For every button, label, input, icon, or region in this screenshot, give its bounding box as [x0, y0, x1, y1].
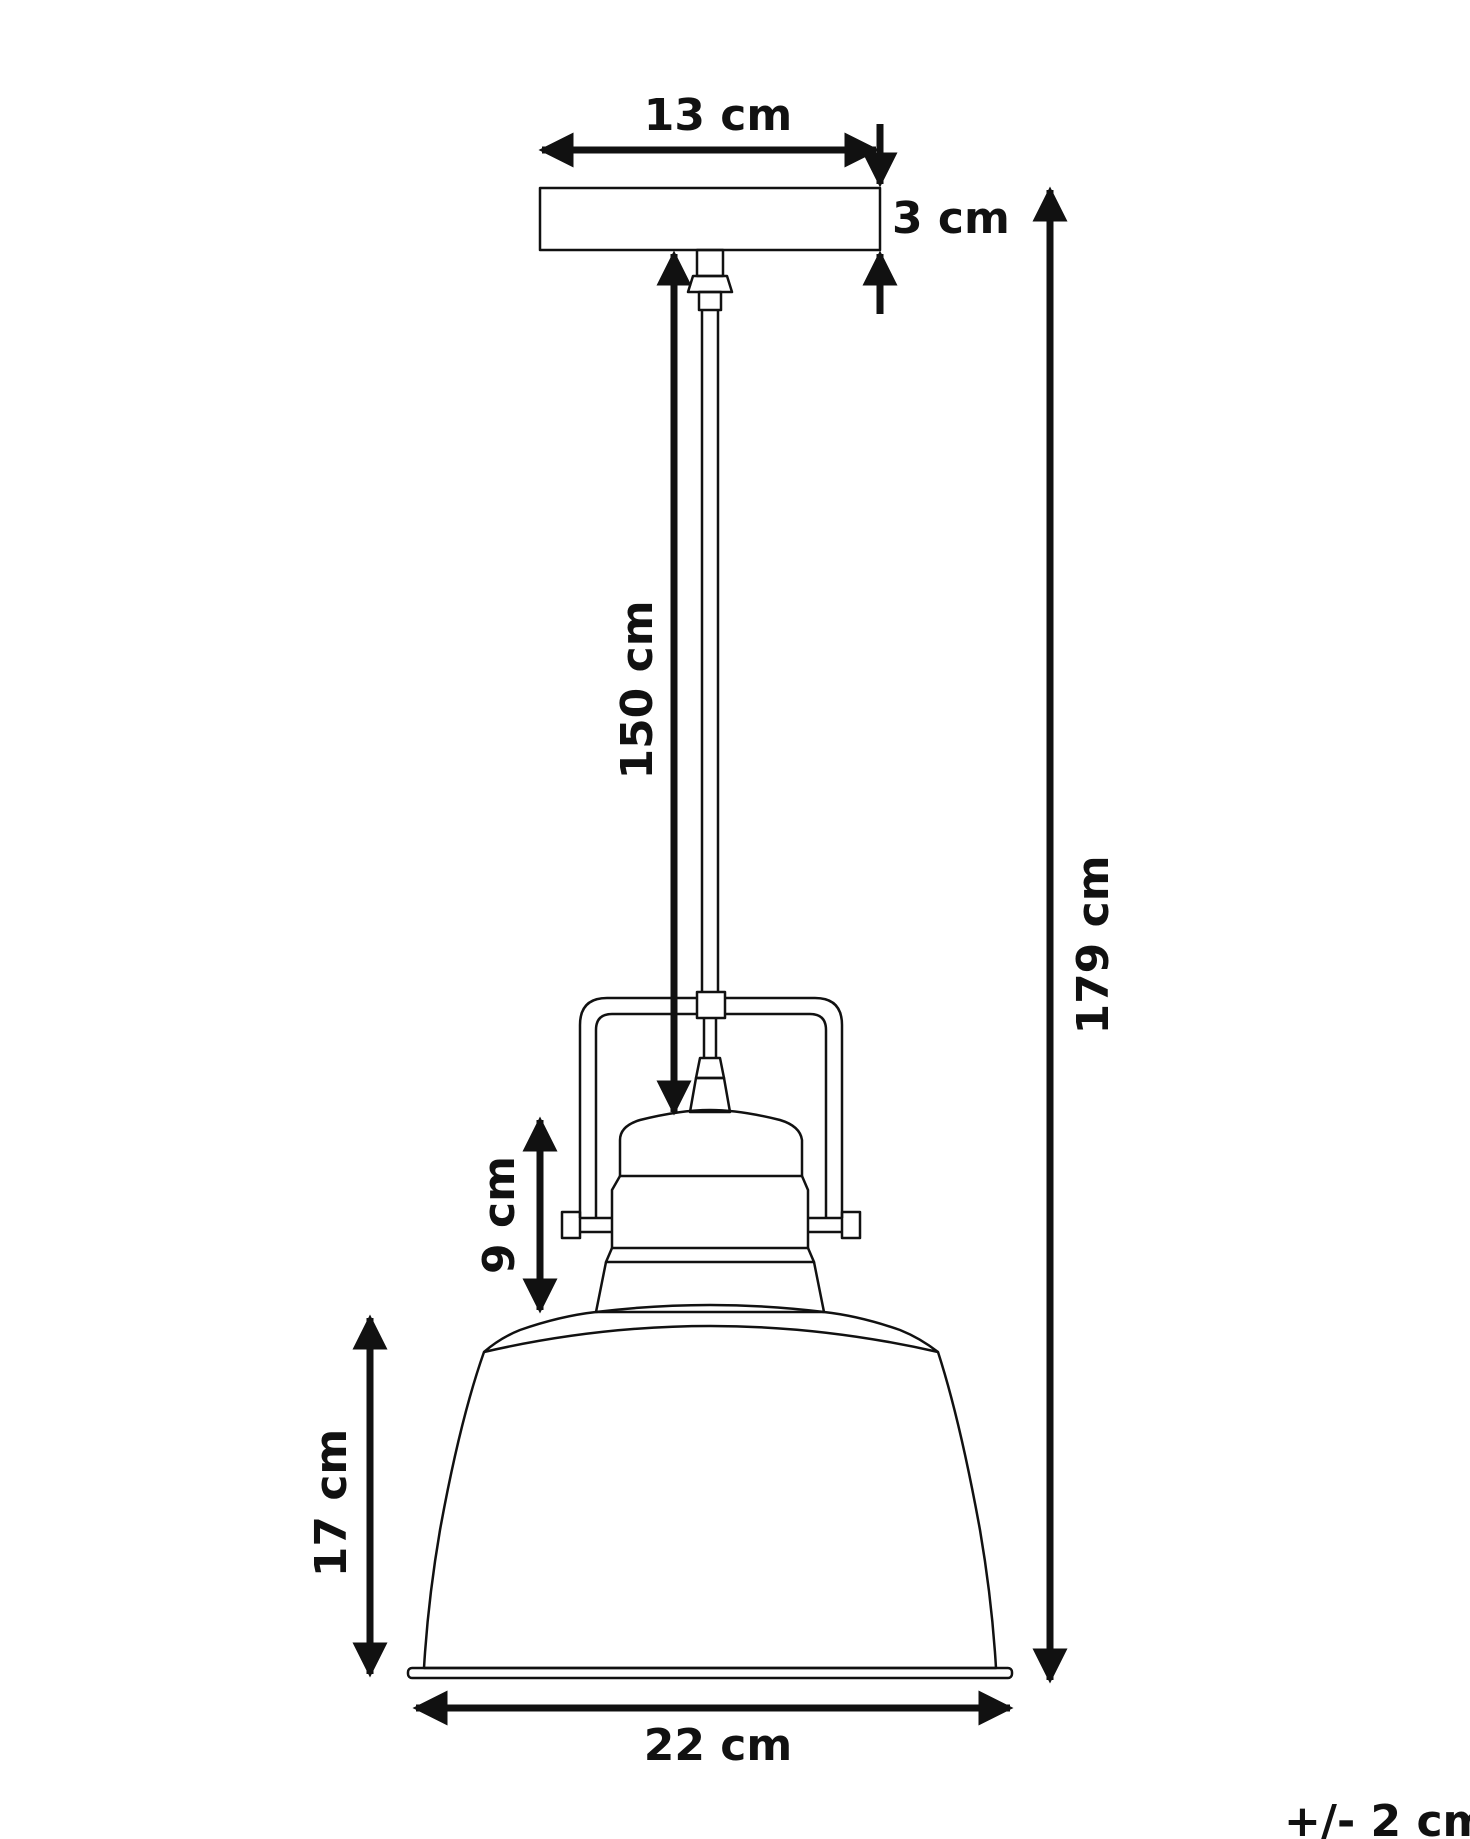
dimension-labels: 13 cm 3 cm 150 cm 179 cm 9 cm 17 cm 22 c… [306, 90, 1470, 1839]
cable [700, 310, 720, 992]
canopy-width-label: 13 cm [644, 90, 792, 141]
cable-clamp [695, 990, 727, 1020]
canopy-height-label: 3 cm [892, 193, 1010, 244]
lamp-drawing [406, 186, 1014, 1680]
top-cable-grip [686, 248, 734, 312]
total-height-label: 179 cm [1068, 855, 1119, 1034]
lamp-shade [406, 1303, 1014, 1680]
dimension-lines [352, 124, 1068, 1726]
socket-height-label: 9 cm [474, 1156, 525, 1274]
shade-height-label: 17 cm [306, 1429, 357, 1577]
ceiling-canopy [538, 186, 882, 252]
socket-housing [594, 1108, 826, 1314]
tolerance-label: +/- 2 cm [1284, 1796, 1470, 1839]
shade-diameter-label: 22 cm [644, 1720, 792, 1771]
bottom-cable-grip [688, 1018, 732, 1114]
yoke-bracket [578, 996, 844, 1218]
side-knobs [560, 1210, 862, 1240]
cable-length-label: 150 cm [612, 600, 663, 779]
